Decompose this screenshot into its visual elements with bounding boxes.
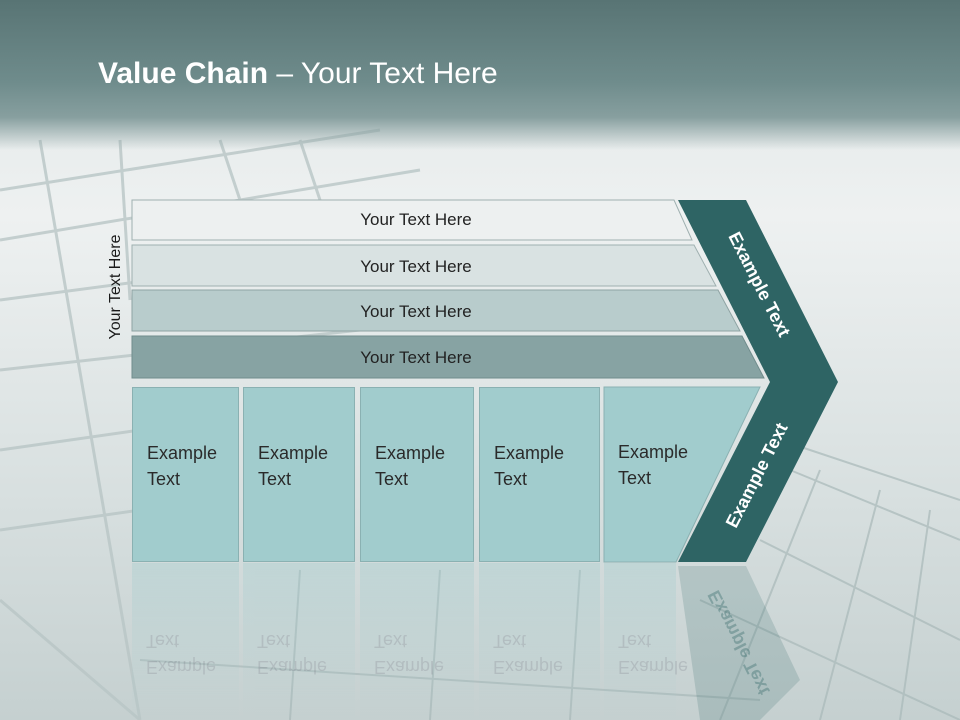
- box-4: Example Text: [479, 387, 600, 562]
- bar-2-label: Your Text Here: [360, 257, 472, 276]
- box-5: Example Text: [604, 387, 724, 562]
- title-rest: – Your Text Here: [268, 57, 498, 90]
- slide-title: Value Chain – Your Text Here: [98, 54, 498, 94]
- box-2-reflection: Example Text: [243, 563, 355, 720]
- bar-4-label: Your Text Here: [360, 348, 472, 367]
- bar-1-label: Your Text Here: [360, 210, 472, 229]
- box-4-reflection-label: Example Text: [493, 631, 564, 677]
- box-1-label: Example Text: [147, 443, 218, 489]
- box-3-reflection-label: Example Text: [374, 631, 445, 677]
- box-3-reflection: Example Text: [360, 563, 474, 720]
- box-5-shape: [603, 386, 761, 563]
- bar-3-label: Your Text Here: [360, 302, 472, 321]
- box-1-reflection: Example Text: [132, 563, 239, 720]
- chevron-reflection: [678, 566, 800, 720]
- box-4-label: Example Text: [494, 443, 565, 489]
- box-3-label: Example Text: [375, 443, 446, 489]
- title-band: [0, 0, 960, 150]
- box-5-label: Example Text: [618, 442, 689, 488]
- box-1-reflection-label: Example Text: [146, 631, 217, 677]
- box-2: Example Text: [243, 387, 355, 562]
- bar-2: Your Text Here: [131, 244, 717, 287]
- title-bold: Value Chain: [98, 57, 269, 90]
- margin-chevron: [678, 200, 838, 562]
- bar-4: Your Text Here: [131, 335, 765, 379]
- box-2-label: Example Text: [258, 443, 329, 489]
- box-3: Example Text: [360, 387, 474, 562]
- box-1: Example Text: [132, 387, 239, 562]
- bar-1: Your Text Here: [131, 199, 693, 241]
- box-5-reflection-label: Example Text: [618, 631, 689, 677]
- box-4-reflection: Example Text: [479, 563, 600, 720]
- box-2-reflection-label: Example Text: [257, 631, 328, 677]
- box-5-reflection: Example Text: [604, 563, 688, 720]
- bar-3: Your Text Here: [131, 289, 741, 332]
